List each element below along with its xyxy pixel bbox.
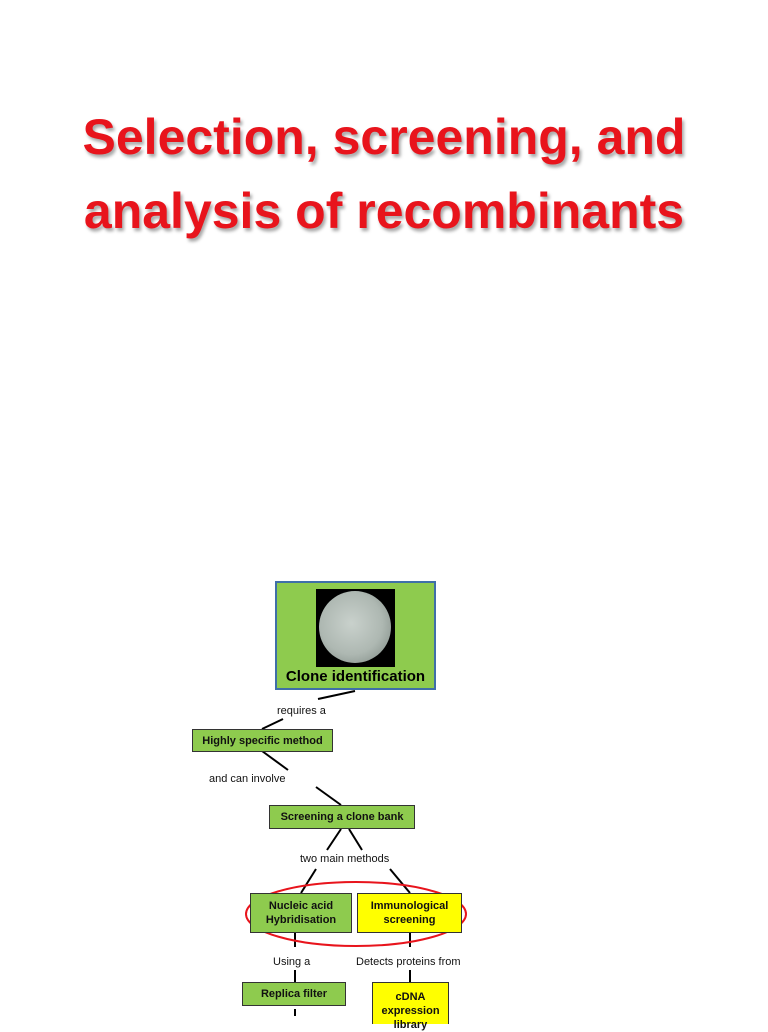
root-node-label: Clone identification bbox=[285, 668, 426, 685]
slide-title: Selection, screening, and analysis of re… bbox=[0, 100, 768, 248]
link-label-detects: Detects proteins from bbox=[356, 956, 461, 968]
connector-root-requires bbox=[317, 690, 356, 700]
connector-screening-methods-left bbox=[326, 828, 342, 851]
link-label-requires: requires a bbox=[277, 705, 326, 717]
link-label-using: Using a bbox=[273, 956, 311, 968]
connector-methods-hybridisation bbox=[300, 868, 317, 894]
node-nucleic-acid-hybridisation: Nucleic acid Hybridisation bbox=[250, 893, 352, 933]
connector-methods-immunological bbox=[389, 868, 411, 894]
node-cdna-expression-library: cDNA expression library bbox=[372, 982, 449, 1031]
node-screening-clone-bank: Screening a clone bank bbox=[269, 805, 415, 829]
connector-requires-specific bbox=[261, 718, 284, 730]
node-replica-filter: Replica filter bbox=[242, 982, 346, 1006]
link-label-methods: two main methods bbox=[300, 853, 390, 865]
title-line-2: analysis of recombinants bbox=[83, 183, 685, 239]
node-highly-specific-method: Highly specific method bbox=[192, 729, 333, 752]
root-node-clone-identification: Clone identification bbox=[275, 581, 436, 690]
node-immunological-screening: Immunological screening bbox=[357, 893, 462, 933]
link-label-involve: and can involve bbox=[209, 773, 286, 785]
connector-involve-screening bbox=[315, 786, 342, 806]
highlight-ellipse bbox=[245, 881, 467, 947]
petri-dish-image bbox=[316, 589, 395, 667]
title-line-1: Selection, screening, and bbox=[82, 109, 686, 165]
connector-specific-involve bbox=[261, 750, 289, 771]
connector-screening-methods-right bbox=[348, 828, 363, 851]
